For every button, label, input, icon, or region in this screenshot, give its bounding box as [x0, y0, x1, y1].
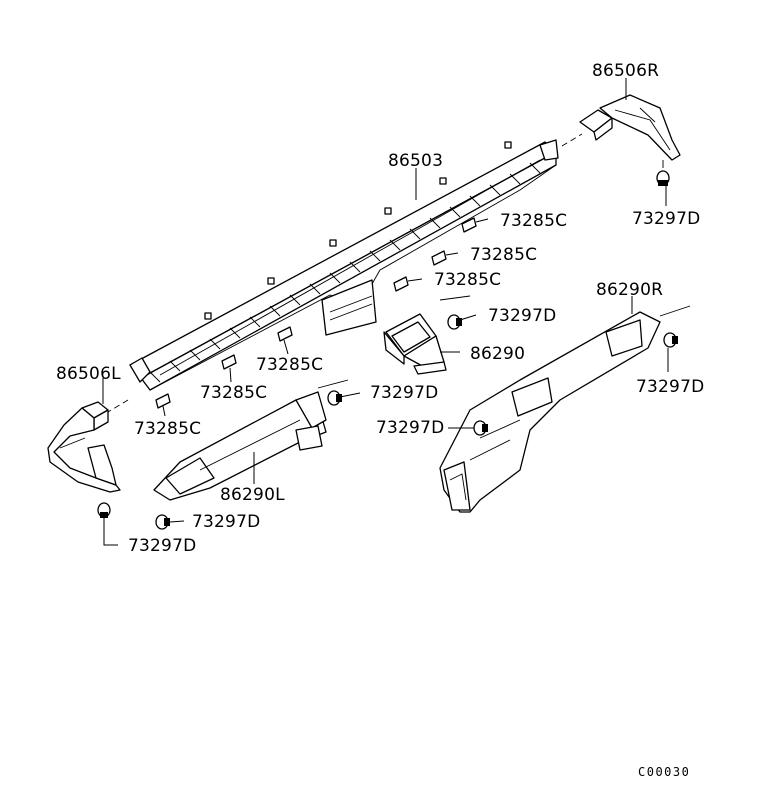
side-duct-right	[579, 94, 681, 161]
label-86290l: 86290L	[220, 485, 285, 505]
screw-icons	[97, 160, 678, 530]
side-duct-left	[47, 401, 121, 493]
clip-icons	[155, 217, 477, 409]
vent-right	[439, 311, 661, 513]
label-73297d-7: 73297D	[128, 536, 196, 556]
label-73285c-5: 73285C	[200, 383, 267, 403]
label-73285c-1: 73285C	[500, 211, 567, 231]
label-73297d-2: 73297D	[488, 306, 556, 326]
label-73297d-5: 73297D	[376, 418, 444, 438]
label-73285c-4: 73285C	[256, 355, 323, 375]
label-73285c-2: 73285C	[470, 245, 537, 265]
label-73297d-4: 73297D	[370, 383, 438, 403]
label-73285c-6: 73285C	[134, 419, 201, 439]
diagram-code: C00030	[638, 765, 690, 779]
label-86506r: 86506R	[592, 61, 659, 81]
label-73297d-3: 73297D	[636, 377, 704, 397]
leader-lines	[102, 78, 691, 546]
label-73297d-6: 73297D	[192, 512, 260, 532]
label-86290: 86290	[470, 344, 525, 364]
label-86290r: 86290R	[596, 280, 663, 300]
label-86503: 86503	[388, 151, 443, 171]
main-rear-duct	[129, 139, 559, 391]
vent-center	[383, 313, 447, 375]
label-73297d-1: 73297D	[632, 209, 700, 229]
label-73285c-3: 73285C	[434, 270, 501, 290]
label-86506l: 86506L	[56, 364, 121, 384]
vent-left	[153, 391, 327, 501]
